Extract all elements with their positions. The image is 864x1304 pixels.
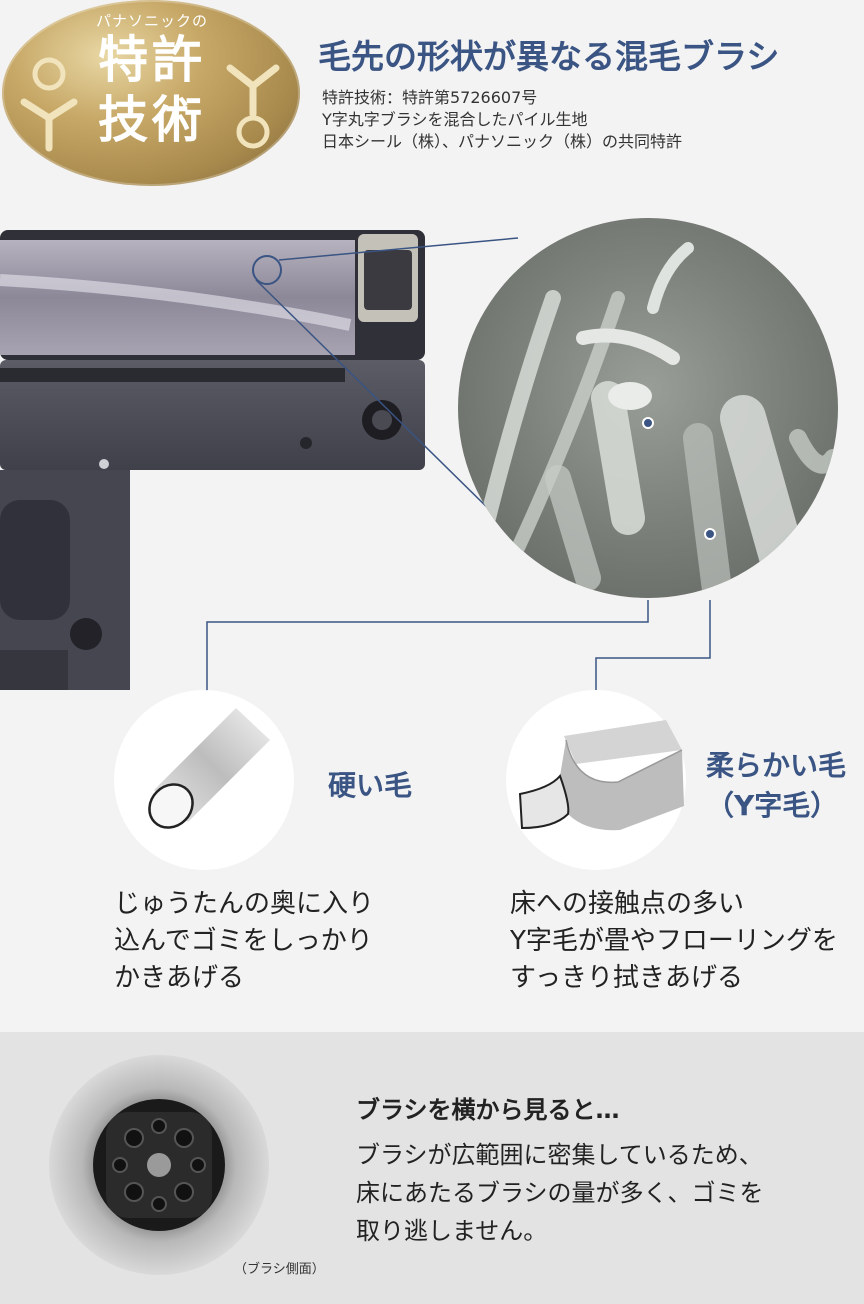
hard-fiber-description: じゅうたんの奥に入り 込んでゴミをしっかり かきあげる	[114, 889, 375, 993]
soft-fiber-label-line1: 柔らかい毛	[706, 749, 847, 782]
soft-fiber-label: 柔らかい毛 （Y字毛）	[706, 744, 846, 824]
badge-title-line1: 特許	[98, 30, 206, 89]
bristle-zoom-image	[458, 218, 838, 598]
soft-fiber-description: 床への接触点の多い Y字毛が畳やフローリングを すっきり拭きあげる	[510, 889, 838, 993]
brush-side-view-image	[49, 1055, 269, 1275]
side-view-caption: （ブラシ側面）	[234, 1262, 325, 1277]
page-title: 毛先の形状が異なる混毛ブラシ	[318, 37, 780, 76]
badge-title-line2: 技術	[98, 90, 206, 149]
side-view-title: ブラシを横から見ると…	[356, 1096, 620, 1124]
y-fiber-left-icon	[20, 57, 78, 152]
vacuum-head-image	[0, 230, 425, 690]
side-view-text: ブラシが広範囲に密集しているため、 床にあたるブラシの量が多く、ゴミを 取り逃し…	[356, 1141, 764, 1245]
bristle-fibers-illustration	[480, 242, 838, 598]
zoom-connector-lines	[255, 237, 519, 521]
soft-fiber-icon-circle	[506, 690, 686, 870]
spec-line-fabric: Y字丸字ブラシを混合したパイル生地	[322, 110, 588, 129]
badge-title: 特許 技術	[82, 30, 222, 150]
hard-fiber-icon-circle	[114, 690, 294, 870]
spec-line-joint: 日本シール（株）、パナソニック（株）の共同特許	[322, 132, 683, 151]
soft-fiber-label-line2: （Y字毛）	[706, 789, 839, 822]
y-fiber-right-icon	[226, 64, 280, 149]
callout-leader-lines	[206, 600, 711, 692]
spec-line-patent: 特許技術：特許第5726607号	[322, 88, 538, 107]
y-shaped-fiber-icon	[518, 720, 684, 831]
round-fiber-icon	[148, 708, 270, 829]
hard-fiber-label: 硬い毛	[328, 769, 413, 802]
badge-subtitle: パナソニックの	[95, 12, 208, 30]
